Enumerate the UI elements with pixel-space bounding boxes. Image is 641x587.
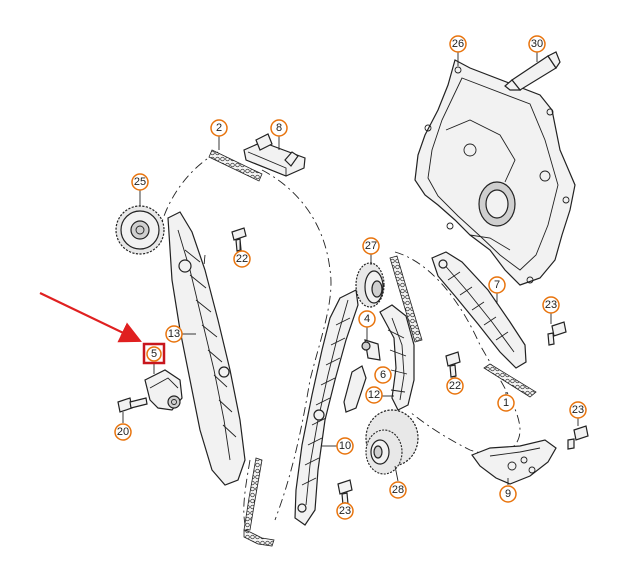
callout-28[interactable]: 28	[389, 481, 407, 499]
tensioner-rail	[167, 211, 246, 486]
svg-text:23: 23	[339, 505, 351, 517]
callout-7[interactable]: 7	[488, 276, 506, 294]
right-upper-chain	[389, 255, 423, 343]
svg-text:27: 27	[365, 240, 377, 252]
camshaft-sprocket	[115, 205, 165, 255]
svg-text:12: 12	[368, 389, 380, 401]
balance-sprocket	[355, 262, 385, 308]
svg-text:2: 2	[216, 122, 222, 134]
callout-23-bottom[interactable]: 23	[336, 502, 354, 520]
bolt-upper	[231, 227, 247, 252]
svg-text:8: 8	[276, 122, 282, 134]
svg-text:5: 5	[151, 348, 157, 360]
bolt-right-lower	[567, 425, 589, 450]
guide-rail	[431, 251, 527, 369]
tensioner-blade	[379, 304, 415, 411]
timing-cover	[414, 59, 576, 286]
svg-text:28: 28	[392, 484, 404, 496]
leader-lines	[122, 52, 579, 505]
svg-text:22: 22	[236, 253, 248, 265]
bolt-bottom-middle	[337, 479, 353, 506]
callouts: 26 30 2 8 25 22 27 7	[114, 35, 587, 520]
svg-text:22: 22	[449, 380, 461, 392]
svg-text:30: 30	[531, 38, 543, 50]
svg-text:6: 6	[380, 369, 386, 381]
svg-text:4: 4	[364, 313, 370, 325]
callout-12[interactable]: 12	[365, 386, 383, 404]
bolt-right-upper	[547, 321, 567, 346]
guide-pin	[343, 365, 367, 413]
svg-text:10: 10	[339, 440, 351, 452]
svg-text:26: 26	[452, 38, 464, 50]
callout-22-upper[interactable]: 22	[233, 250, 251, 268]
callout-13[interactable]: 13	[165, 325, 183, 343]
chain-tensioner	[144, 369, 183, 411]
chain-tensioner-lower	[471, 439, 557, 485]
callout-23-right-upper[interactable]: 23	[542, 296, 560, 314]
svg-text:1: 1	[503, 397, 509, 409]
left-lower-chain	[243, 457, 275, 547]
callout-4[interactable]: 4	[358, 310, 376, 328]
svg-text:25: 25	[134, 176, 146, 188]
svg-text:23: 23	[545, 299, 557, 311]
callout-8[interactable]: 8	[270, 119, 288, 137]
callout-30[interactable]: 30	[528, 35, 546, 53]
pointer-arrow	[39, 292, 142, 343]
callout-20[interactable]: 20	[114, 423, 132, 441]
callout-5-highlighted[interactable]: 5	[142, 342, 166, 365]
callout-27[interactable]: 27	[362, 237, 380, 255]
guide-rail-lower	[294, 289, 359, 526]
upper-guide	[243, 133, 306, 177]
callout-9[interactable]: 9	[499, 485, 517, 503]
callout-26[interactable]: 26	[449, 35, 467, 53]
bolt-right-middle	[445, 351, 461, 378]
svg-text:9: 9	[505, 488, 511, 500]
svg-text:13: 13	[168, 328, 180, 340]
svg-text:23: 23	[572, 404, 584, 416]
callout-10[interactable]: 10	[336, 437, 354, 455]
callout-6[interactable]: 6	[374, 366, 392, 384]
callout-25[interactable]: 25	[131, 173, 149, 191]
lower-chain	[483, 363, 537, 398]
pin	[361, 339, 381, 361]
crankshaft-sprocket	[365, 409, 419, 475]
sealant-tube	[504, 51, 561, 91]
callout-22-right[interactable]: 22	[446, 377, 464, 395]
upper-chain	[208, 149, 263, 182]
bolt-left	[117, 397, 148, 413]
callout-1[interactable]: 1	[497, 394, 515, 412]
callout-23-right-lower[interactable]: 23	[569, 401, 587, 419]
svg-text:20: 20	[117, 426, 129, 438]
callout-2[interactable]: 2	[210, 119, 228, 137]
svg-text:7: 7	[494, 279, 500, 291]
